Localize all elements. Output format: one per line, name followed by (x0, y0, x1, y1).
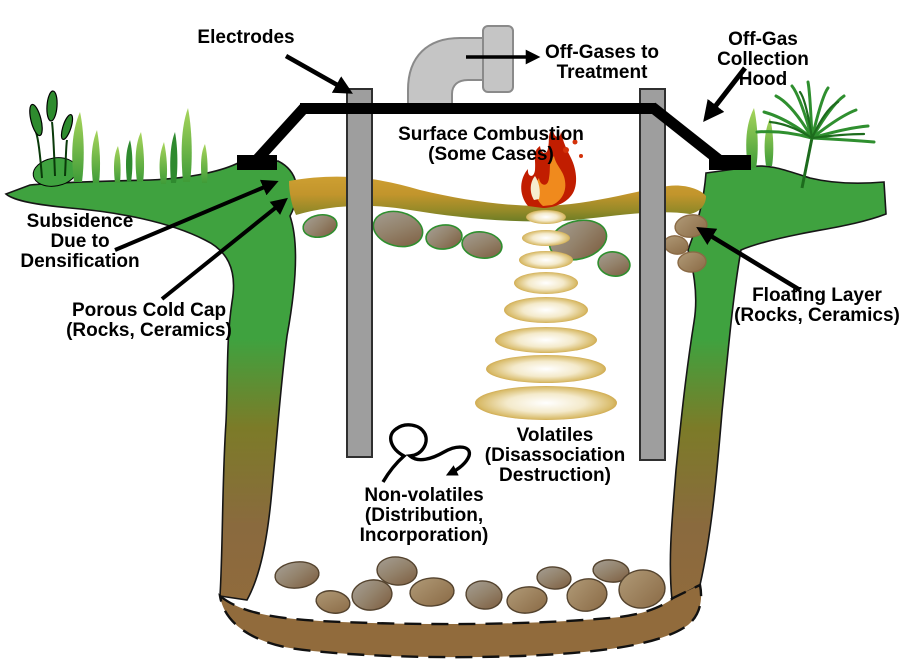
floating-arrow (696, 227, 802, 292)
label-hood: Off-Gas Collection Hood (717, 29, 809, 91)
collection-hood-frame (237, 102, 751, 170)
label-electrodes: Electrodes (197, 27, 295, 48)
right-ground-and-pit-wall (669, 165, 887, 602)
porous-arrow (160, 197, 288, 301)
hood-arrow (703, 66, 747, 122)
pit-floor (218, 583, 703, 659)
label-volatiles: Volatiles (Disassociation Destruction) (484, 425, 626, 487)
electrode-right (639, 88, 666, 461)
left-grass (29, 90, 208, 187)
label-surface: Surface Combustion (Some Cases) (398, 124, 584, 166)
nonvolatiles-squiggle (381, 423, 472, 483)
flame-icon (521, 128, 583, 208)
right-plant (746, 80, 876, 189)
cold-cap-band (289, 176, 706, 222)
label-subsidence: Subsidence Due to Densification (20, 211, 140, 273)
offgas-pipe (407, 25, 514, 113)
electrode-left (346, 88, 373, 458)
label-floating: Floating Layer (Rocks, Ceramics) (734, 285, 900, 327)
label-porous: Porous Cold Cap (Rocks, Ceramics) (66, 300, 232, 342)
volatile-bubbles (475, 210, 617, 420)
label-offgases: Off-Gases to Treatment (544, 42, 660, 84)
label-nonvolatiles: Non-volatiles (Distribution, Incorporati… (359, 485, 489, 547)
floor-rocks (274, 556, 666, 614)
electrodes-arrow (284, 54, 353, 94)
label-arrows (114, 49, 802, 301)
subsidence-arrow (114, 179, 279, 252)
